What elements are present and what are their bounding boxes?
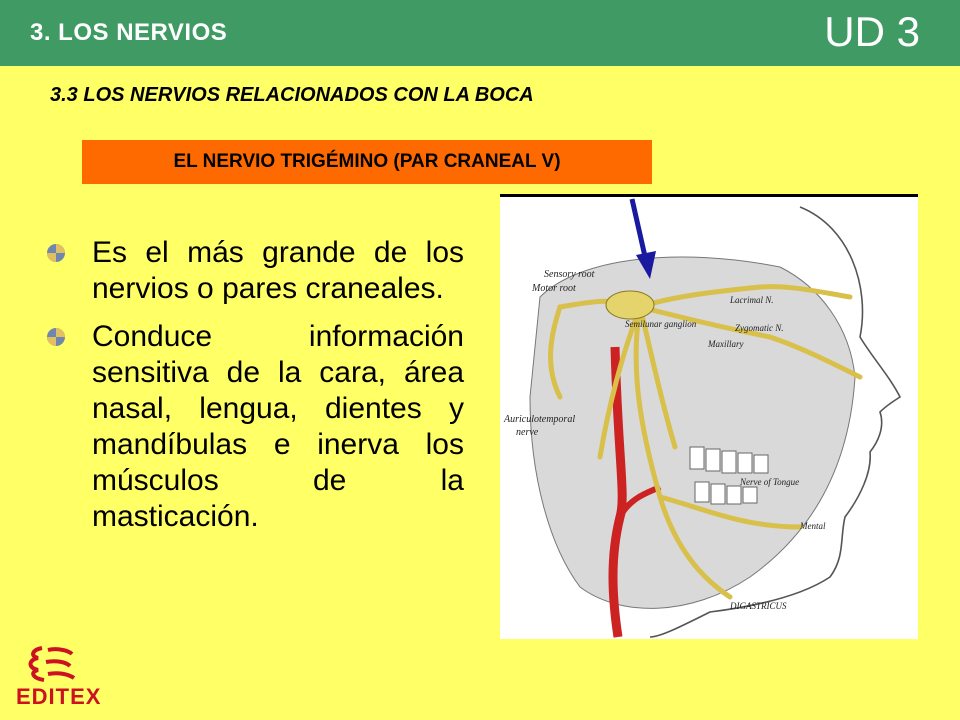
label-maxillary: Maxillary bbox=[707, 339, 744, 349]
logo-text: EDITEX bbox=[16, 684, 102, 709]
bullet-list: Es el más grande de los nervios o pares … bbox=[46, 235, 464, 547]
bullet-text: Es el más grande de los nervios o pares … bbox=[92, 236, 464, 305]
subtitle: 3.3 LOS NERVIOS RELACIONADOS CON LA BOCA bbox=[50, 84, 534, 106]
trigeminal-nerve-illustration: Sensory root Motor root Semilunar gangli… bbox=[500, 194, 918, 639]
editex-logo: EDITEX bbox=[12, 646, 112, 709]
anatomy-drawing: Sensory root Motor root Semilunar gangli… bbox=[503, 198, 902, 638]
nerve-branches bbox=[548, 284, 863, 600]
label-nerve: nerve bbox=[516, 427, 539, 438]
editex-logo-icon bbox=[28, 646, 76, 682]
label-tongue: Nerve of Tongue bbox=[739, 477, 799, 487]
label-auriculotemporal: Auriculotemporal bbox=[503, 414, 575, 425]
pointer-arrow-icon bbox=[629, 198, 656, 279]
label-motor-root: Motor root bbox=[531, 283, 576, 294]
bullet-item: Es el más grande de los nervios o pares … bbox=[46, 235, 464, 307]
label-sensory-root: Sensory root bbox=[544, 269, 595, 280]
label-zygomatic: Zygomatic N. bbox=[735, 323, 784, 333]
label-semilunar-ganglion: Semilunar ganglion bbox=[625, 319, 697, 329]
semilunar-ganglion bbox=[605, 290, 655, 320]
header-title: 3. LOS NERVIOS bbox=[30, 19, 228, 46]
face-profile bbox=[649, 206, 902, 638]
skull-region bbox=[529, 256, 856, 609]
label-mental: Mental bbox=[799, 521, 826, 531]
bullet-item: Conduce información sensitiva de la cara… bbox=[46, 319, 464, 535]
teeth bbox=[689, 446, 769, 505]
bullet-sphere-icon bbox=[47, 328, 65, 346]
header-bar: 3. LOS NERVIOS UD 3 bbox=[0, 0, 960, 66]
bullet-text: Conduce información sensitiva de la cara… bbox=[92, 320, 464, 533]
section-title: EL NERVIO TRIGÉMINO (PAR CRANEAL V) bbox=[82, 140, 652, 184]
label-digastricus: DIGASTRICUS bbox=[729, 601, 787, 611]
unit-label: UD 3 bbox=[824, 8, 920, 55]
label-lacrimal: Lacrimal N. bbox=[729, 295, 774, 305]
bullet-sphere-icon bbox=[47, 244, 65, 262]
